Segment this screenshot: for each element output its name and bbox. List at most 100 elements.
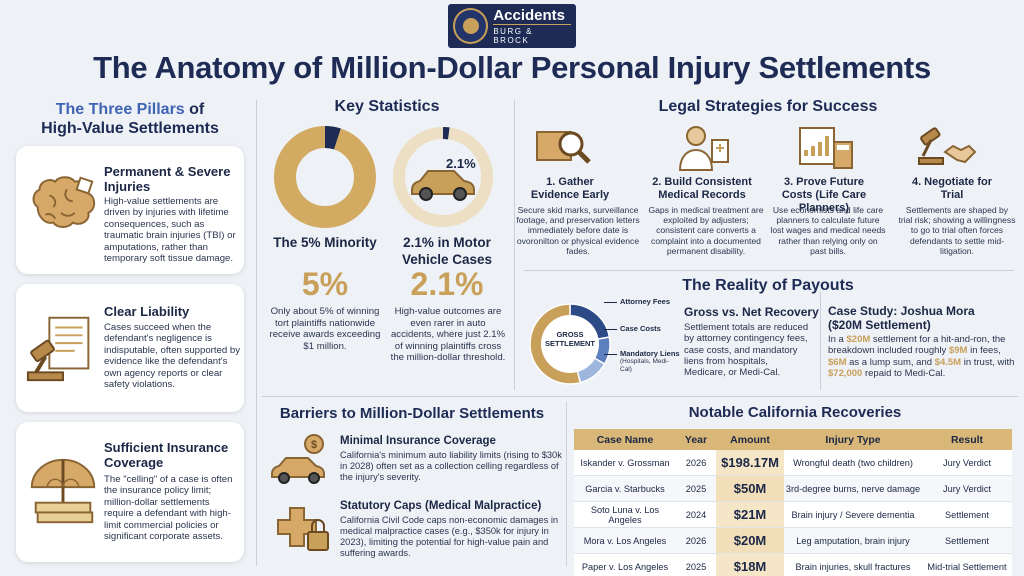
divider: [524, 270, 1014, 271]
cell-result: Jury Verdict: [922, 476, 1012, 502]
cell-case: Mora v. Los Angeles: [574, 528, 676, 554]
stat-donut-5pct: [274, 126, 376, 228]
table-header-row: Case Name Year Amount Injury Type Result: [574, 429, 1012, 450]
seal-icon: [453, 8, 489, 44]
payouts-title: The Reality of Payouts: [682, 277, 854, 294]
pillar-text: Cases succeed when the defendant's negli…: [104, 322, 241, 391]
strategy-text: Use economists and life care planners to…: [770, 205, 886, 256]
brain-icon: [32, 176, 96, 228]
segment-label: Case Costs: [620, 324, 661, 333]
cell-injury: Leg amputation, brain injury: [784, 528, 922, 554]
table-row: Mora v. Los Angeles 2026 $20M Leg amputa…: [574, 528, 1012, 554]
divider: [820, 292, 821, 390]
barrier-title: Minimal Insurance Coverage: [340, 435, 496, 447]
cell-amount: $50M: [716, 476, 784, 502]
chart-calculator-icon: [799, 127, 853, 169]
logo-sub: BURG & BROCK: [493, 24, 571, 45]
stat-title: 2.1% in Motor Vehicle Cases: [401, 235, 493, 267]
barrier-text: California's minimum auto liability limi…: [340, 450, 562, 482]
column-header: Result: [922, 429, 1012, 450]
cell-case: Paper v. Los Angeles: [574, 554, 676, 576]
column-header: Case Name: [574, 429, 676, 450]
strategies-title: Legal Strategies for Success: [658, 98, 878, 115]
medical-lock-icon: [277, 507, 329, 551]
pillar-text: High-value settlements are driven by inj…: [104, 196, 236, 265]
brand-logo: Accidents BURG & BROCK: [448, 4, 576, 48]
leader-line: [604, 354, 617, 355]
stat-value: 5%: [301, 266, 349, 302]
cell-case: Soto Luna v. Los Angeles: [574, 502, 676, 528]
cell-case: Garcia v. Starbucks: [574, 476, 676, 502]
divider: [566, 402, 567, 566]
barrier-text: California Civil Code caps non-economic …: [340, 515, 559, 558]
donut-track: [274, 126, 376, 228]
leader-line: [604, 329, 617, 330]
barriers-title: Barriers to Million-Dollar Settlements: [279, 405, 545, 422]
cell-year: 2026: [676, 528, 716, 554]
cell-year: 2026: [676, 450, 716, 476]
pillar-title: Sufficient Insurance Coverage: [104, 440, 229, 470]
stats-title: Key Statistics: [334, 98, 440, 115]
cell-amount: $21M: [716, 502, 784, 528]
cell-result: Settlement: [922, 528, 1012, 554]
cell-year: 2025: [676, 554, 716, 576]
pillar-card: Clear Liability Cases succeed when the d…: [16, 284, 244, 412]
segment-label: Mandatory Liens: [620, 349, 680, 358]
cell-amount: $20M: [716, 528, 784, 554]
case-study-title: Case Study: Joshua Mora ($20M Settlement…: [828, 304, 975, 332]
stat-value: 2.1%: [410, 266, 484, 302]
recoveries-title: Notable California Recoveries: [688, 404, 902, 421]
car-dollar-icon: $: [271, 434, 325, 484]
table-row: Garcia v. Starbucks 2025 $50M 3rd-degree…: [574, 476, 1012, 502]
case-study-text: In a $20M settlement for a hit-and-ron, …: [828, 334, 1015, 379]
strategy-text: Secure skid marks, surveillance footage,…: [516, 205, 640, 256]
stat-badge: 2.1%: [446, 156, 476, 171]
magnifier-icon: [536, 131, 591, 164]
barrier-title: Statutory Caps (Medical Malpractice): [340, 500, 542, 512]
cell-injury: Brain injuries, skull fractures: [784, 554, 922, 576]
column-header: Injury Type: [784, 429, 922, 450]
donut-center-label: GROSS SETTLEMENT: [545, 330, 595, 348]
cell-injury: Brain injury / Severe dementia: [784, 502, 922, 528]
page-title: The Anatomy of Million-Dollar Personal I…: [93, 50, 931, 85]
column-header: Year: [676, 429, 716, 450]
stat-donut-2pct: [393, 127, 493, 227]
payout-donut: [529, 303, 611, 385]
cell-result: Mid-trial Settlement: [922, 554, 1012, 576]
pillar-title: Clear Liability: [104, 304, 190, 319]
strategy-title: 4. Negotiate for Trial: [911, 176, 993, 201]
gavel-handshake-icon: [918, 127, 977, 165]
recoveries-table: Case Name Year Amount Injury Type Result…: [574, 429, 1012, 576]
table-row: Paper v. Los Angeles 2025 $18M Brain inj…: [574, 554, 1012, 576]
divider: [262, 396, 1018, 397]
divider: [256, 100, 257, 566]
svg-text:$: $: [311, 439, 317, 451]
cell-injury: Wrongful death (two children): [784, 450, 922, 476]
strategy-title: 3. Prove Future Costs (Life Care Planner…: [781, 176, 867, 214]
leader-line: [604, 302, 617, 303]
gavel-icon: [26, 316, 90, 382]
table-row: Soto Luna v. Los Angeles 2024 $21M Brain…: [574, 502, 1012, 528]
pillars-title: The Three Pillars of High-Value Settleme…: [41, 101, 219, 137]
cell-case: Iskander v. Grossman: [574, 450, 676, 476]
segment-sublabel: (Hospitals, Medi-Cal): [620, 358, 669, 373]
stat-text: Only about 5% of winning tort plaintiffs…: [269, 306, 381, 352]
umbrella-money-icon: [30, 458, 96, 524]
logo-brand: Accidents: [493, 7, 566, 24]
divider: [514, 100, 515, 390]
cell-amount: $18M: [716, 554, 784, 576]
cell-year: 2025: [676, 476, 716, 502]
table-row: Iskander v. Grossman 2026 $198.17M Wrong…: [574, 450, 1012, 476]
cell-injury: 3rd-degree burns, nerve damage: [784, 476, 922, 502]
donut-arc: [324, 126, 341, 150]
stat-title: The 5% Minority: [273, 235, 377, 250]
pillar-card: Permanent & Severe Injuries High-value s…: [16, 146, 244, 274]
gross-net-text: Settlement totals are reduced by attorne…: [684, 322, 809, 379]
strategy-title: 2. Build Consistent Medical Records: [652, 176, 752, 201]
column-header: Amount: [716, 429, 784, 450]
car-icon: [411, 170, 475, 201]
cell-year: 2024: [676, 502, 716, 528]
strategy-text: Settlements are shaped by trial risk; sh…: [898, 205, 1016, 256]
strategy-title: 1. Gather Evidence Early: [530, 176, 610, 201]
cell-result: Settlement: [922, 502, 1012, 528]
